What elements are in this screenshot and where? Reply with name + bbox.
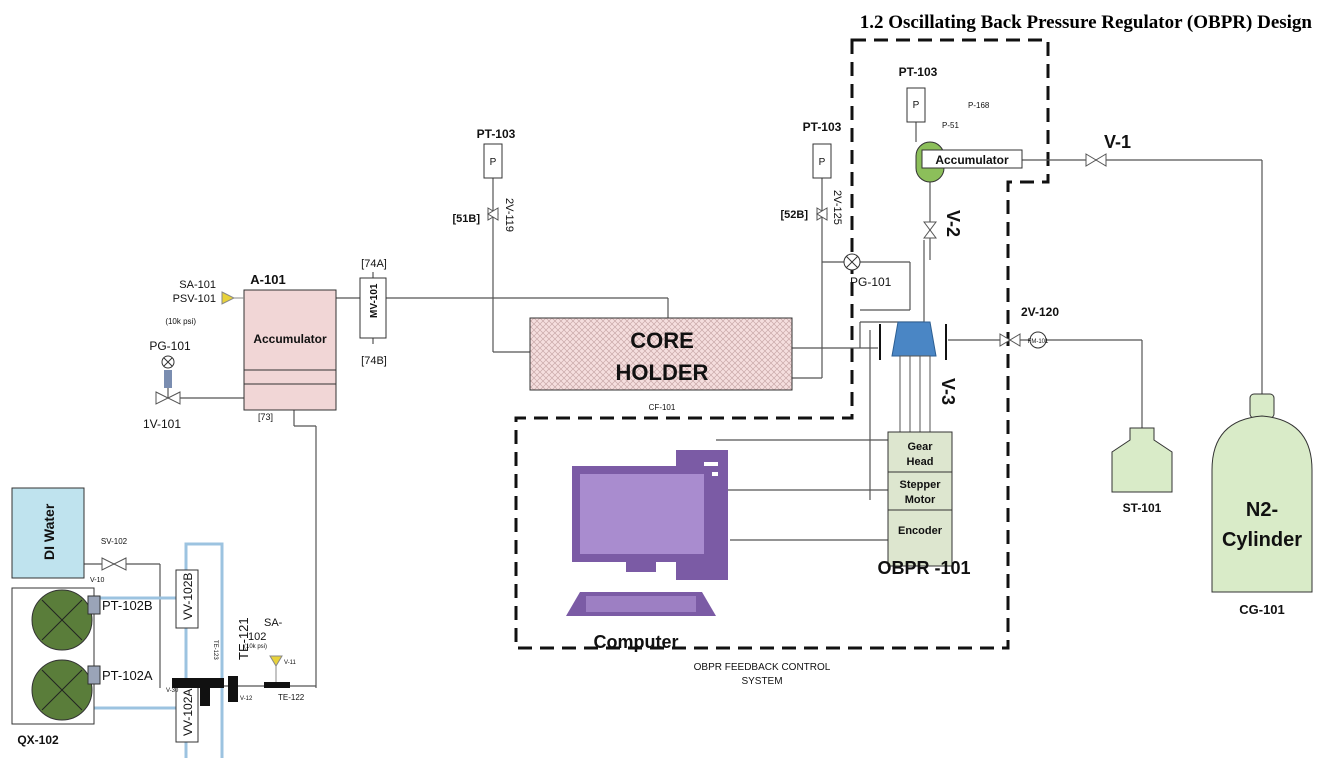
- svg-text:1V-101: 1V-101: [143, 417, 181, 431]
- svg-text:PT-103: PT-103: [477, 127, 516, 141]
- pt-102a: PT-102A: [87, 665, 153, 685]
- valve-sv-102: SV-102 V-10: [90, 537, 128, 584]
- svg-text:P-51: P-51: [942, 121, 959, 130]
- svg-text:Accumulator: Accumulator: [935, 153, 1009, 167]
- svg-text:PG-101: PG-101: [149, 339, 191, 353]
- regulator-v3: V-3: [879, 321, 958, 433]
- svg-text:V-11: V-11: [284, 660, 297, 666]
- feedback-label-1: OBPR FEEDBACK CONTROL: [694, 662, 831, 673]
- pg-101-left: PG-101: [149, 339, 191, 388]
- svg-text:PG-101: PG-101: [850, 275, 892, 289]
- pg-101-right: PG-101: [843, 253, 892, 289]
- valve-2v-119: [51B] 2V-119: [452, 198, 515, 232]
- svg-text:V-3: V-3: [938, 378, 958, 405]
- obpr-101-drive: Gear Head Stepper Motor Encoder OBPR -10…: [877, 431, 971, 578]
- svg-text:[74B]: [74B]: [361, 355, 387, 367]
- feedback-label-2: SYSTEM: [741, 676, 782, 687]
- core-holder: CORE HOLDER CF-101: [529, 317, 793, 412]
- svg-text:SA-: SA-: [264, 617, 283, 629]
- svg-text:P-168: P-168: [968, 101, 990, 110]
- svg-text:Head: Head: [907, 456, 934, 468]
- accumulator-obpr: Accumulator: [915, 141, 1023, 183]
- svg-text:[51B]: [51B]: [452, 213, 480, 225]
- valve-vv102a: VV-102A: [175, 683, 199, 743]
- svg-text:(10k psi): (10k psi): [244, 644, 267, 650]
- svg-text:2V-119: 2V-119: [503, 198, 515, 232]
- svg-text:V-2: V-2: [943, 210, 963, 237]
- svg-text:PT-102B: PT-102B: [102, 598, 153, 613]
- svg-text:TE-121: TE-121: [236, 617, 251, 660]
- svg-text:CORE: CORE: [630, 328, 694, 353]
- piping: [84, 122, 1263, 688]
- svg-text:2V-120: 2V-120: [1021, 305, 1059, 319]
- tank-st101: ST-101: [1111, 427, 1173, 515]
- svg-text:CF-101: CF-101: [649, 403, 676, 412]
- svg-text:V-30: V-30: [166, 688, 179, 694]
- svg-text:Encoder: Encoder: [898, 525, 943, 537]
- diagram-title: 1.2 Oscillating Back Pressure Regulator …: [860, 12, 1313, 33]
- svg-text:[74A]: [74A]: [361, 258, 387, 270]
- svg-text:P: P: [490, 157, 497, 168]
- valve-v1: V-1: [1085, 132, 1131, 167]
- svg-text:(10k psi): (10k psi): [165, 317, 196, 326]
- svg-text:N2-: N2-: [1246, 499, 1278, 521]
- svg-text:[73]: [73]: [258, 412, 273, 422]
- svg-text:VV-102A: VV-102A: [181, 689, 195, 736]
- pt103-top-transmitter: P PT-103 P-168 P-51: [899, 65, 990, 130]
- svg-text:MV-101: MV-101: [369, 283, 380, 318]
- pump-qx102: QX-102: [11, 587, 95, 747]
- svg-text:HOLDER: HOLDER: [616, 360, 709, 385]
- svg-text:Accumulator: Accumulator: [253, 332, 327, 346]
- svg-text:TE-123: TE-123: [212, 640, 218, 660]
- svg-text:Motor: Motor: [905, 494, 936, 506]
- sa-102: SA- 102 (10k psi) V-11: [244, 617, 297, 667]
- mv-101: MV-101 [74A] [74B]: [359, 258, 387, 367]
- pt103-mid-transmitter: P PT-103: [803, 120, 842, 179]
- valve-2v-120: FM-101 2V-120: [999, 305, 1059, 349]
- svg-text:P: P: [819, 157, 826, 168]
- svg-text:PSV-101: PSV-101: [173, 293, 216, 305]
- svg-text:QX-102: QX-102: [17, 733, 59, 747]
- valve-2v-125: [52B] 2V-125: [780, 190, 843, 225]
- pt103-left-transmitter: P PT-103: [477, 127, 516, 179]
- svg-text:V-10: V-10: [90, 577, 105, 584]
- tee-te121: TE-121 V-30 TE-123 V-12: [166, 617, 253, 706]
- svg-text:VV-102B: VV-102B: [181, 573, 195, 620]
- svg-text:102: 102: [248, 631, 266, 643]
- psv-101: SA-101 PSV-101 (10k psi): [165, 279, 244, 326]
- water-piping: [94, 542, 224, 758]
- svg-text:Stepper: Stepper: [900, 479, 942, 491]
- svg-text:PT-102A: PT-102A: [102, 668, 153, 683]
- computer-label: Computer: [594, 632, 679, 652]
- valve-vv102b: VV-102B: [175, 569, 199, 629]
- tee-te122: TE-122: [264, 664, 305, 702]
- svg-text:PT-103: PT-103: [899, 65, 938, 79]
- svg-text:PT-103: PT-103: [803, 120, 842, 134]
- svg-text:2V-125: 2V-125: [831, 190, 843, 225]
- accumulator-a101: A-101 Accumulator [73]: [243, 272, 337, 422]
- svg-text:V-12: V-12: [240, 696, 253, 702]
- svg-text:[52B]: [52B]: [780, 209, 808, 221]
- svg-text:SV-102: SV-102: [101, 537, 128, 546]
- svg-text:FM-101: FM-101: [1028, 339, 1049, 345]
- di-water-tank: DI Water: [11, 487, 85, 579]
- svg-text:ST-101: ST-101: [1123, 501, 1162, 515]
- svg-text:V-1: V-1: [1104, 132, 1131, 152]
- svg-text:P: P: [913, 100, 920, 111]
- svg-text:OBPR -101: OBPR -101: [877, 558, 970, 578]
- svg-text:SA-101: SA-101: [179, 279, 216, 291]
- svg-text:TE-122: TE-122: [278, 693, 305, 702]
- svg-text:Cylinder: Cylinder: [1222, 529, 1302, 551]
- svg-text:CG-101: CG-101: [1239, 602, 1285, 617]
- svg-text:Gear: Gear: [907, 441, 933, 453]
- obpr-boundary: [514, 38, 1050, 650]
- valve-v2: V-2: [923, 210, 963, 239]
- valve-1v-101: 1V-101: [143, 391, 181, 431]
- pt-102b: PT-102B: [87, 595, 153, 615]
- computer-icon: [566, 450, 728, 616]
- svg-text:A-101: A-101: [250, 272, 285, 287]
- n2-cylinder: N2- Cylinder CG-101: [1211, 393, 1313, 617]
- svg-text:DI Water: DI Water: [41, 503, 57, 560]
